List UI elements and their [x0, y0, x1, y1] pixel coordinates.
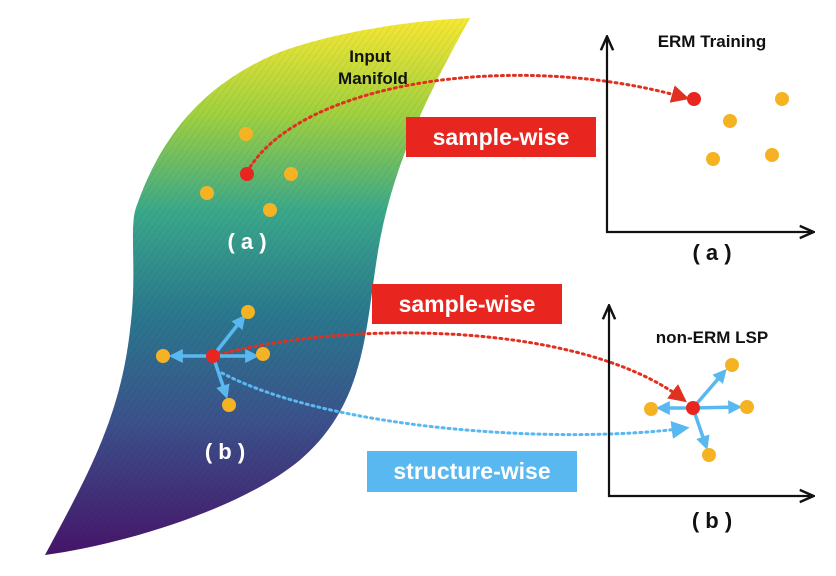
manifold-cluster-b: ( b ) — [156, 305, 270, 464]
panel-label: ( a ) — [692, 240, 731, 265]
panel-non-erm-lsp: non-ERM LSP ( b ) — [608, 307, 812, 533]
structure-link — [220, 371, 690, 439]
tag-sample-wise-middle: sample-wise — [372, 284, 562, 324]
neighbor-point — [239, 127, 253, 141]
neighbor-point — [725, 358, 739, 372]
tag-structure-wise: structure-wise — [367, 451, 577, 492]
panel-title: non-ERM LSP — [656, 328, 768, 347]
anchor-point — [240, 167, 254, 181]
neighbor-point — [256, 347, 270, 361]
neighbor-point — [765, 148, 779, 162]
tag-label: structure-wise — [393, 458, 550, 484]
neighbor-point — [723, 114, 737, 128]
tag-background — [367, 451, 577, 492]
neighbor-point — [284, 167, 298, 181]
neighbor-point — [222, 398, 236, 412]
manifold-title-line2: Manifold — [338, 69, 408, 88]
neighbor-point — [156, 349, 170, 363]
structure-arrow — [211, 314, 246, 358]
input-manifold: Input Manifold — [45, 18, 470, 555]
manifold-mesh-texture — [45, 18, 470, 555]
structure-arrow — [691, 368, 727, 410]
neighbor-point — [241, 305, 255, 319]
neighbor-point — [702, 448, 716, 462]
neighbor-point — [775, 92, 789, 106]
panel-title: ERM Training — [658, 32, 767, 51]
tag-label: sample-wise — [433, 124, 570, 150]
tag-label: sample-wise — [399, 291, 536, 317]
neighbor-point — [200, 186, 214, 200]
manifold-cluster-a: ( a ) — [200, 127, 298, 254]
anchor-point — [687, 92, 701, 106]
neighbor-point — [644, 402, 658, 416]
manifold-label-a: ( a ) — [227, 229, 266, 254]
neighbor-point — [740, 400, 754, 414]
structure-arrow — [692, 400, 743, 415]
neighbor-point — [706, 152, 720, 166]
panel-erm-training: ERM Training ( a ) — [606, 32, 812, 265]
manifold-title-line1: Input — [349, 47, 391, 66]
sample-link-bottom — [212, 331, 687, 403]
panel-label: ( b ) — [692, 508, 732, 533]
neighbor-point — [263, 203, 277, 217]
tag-background — [372, 284, 562, 324]
manifold-label-b: ( b ) — [205, 439, 245, 464]
anchor-point — [206, 349, 220, 363]
tag-sample-wise-top: sample-wise — [406, 117, 596, 157]
anchor-point — [686, 401, 700, 415]
sample-link-top — [245, 73, 690, 174]
tag-background — [406, 117, 596, 157]
